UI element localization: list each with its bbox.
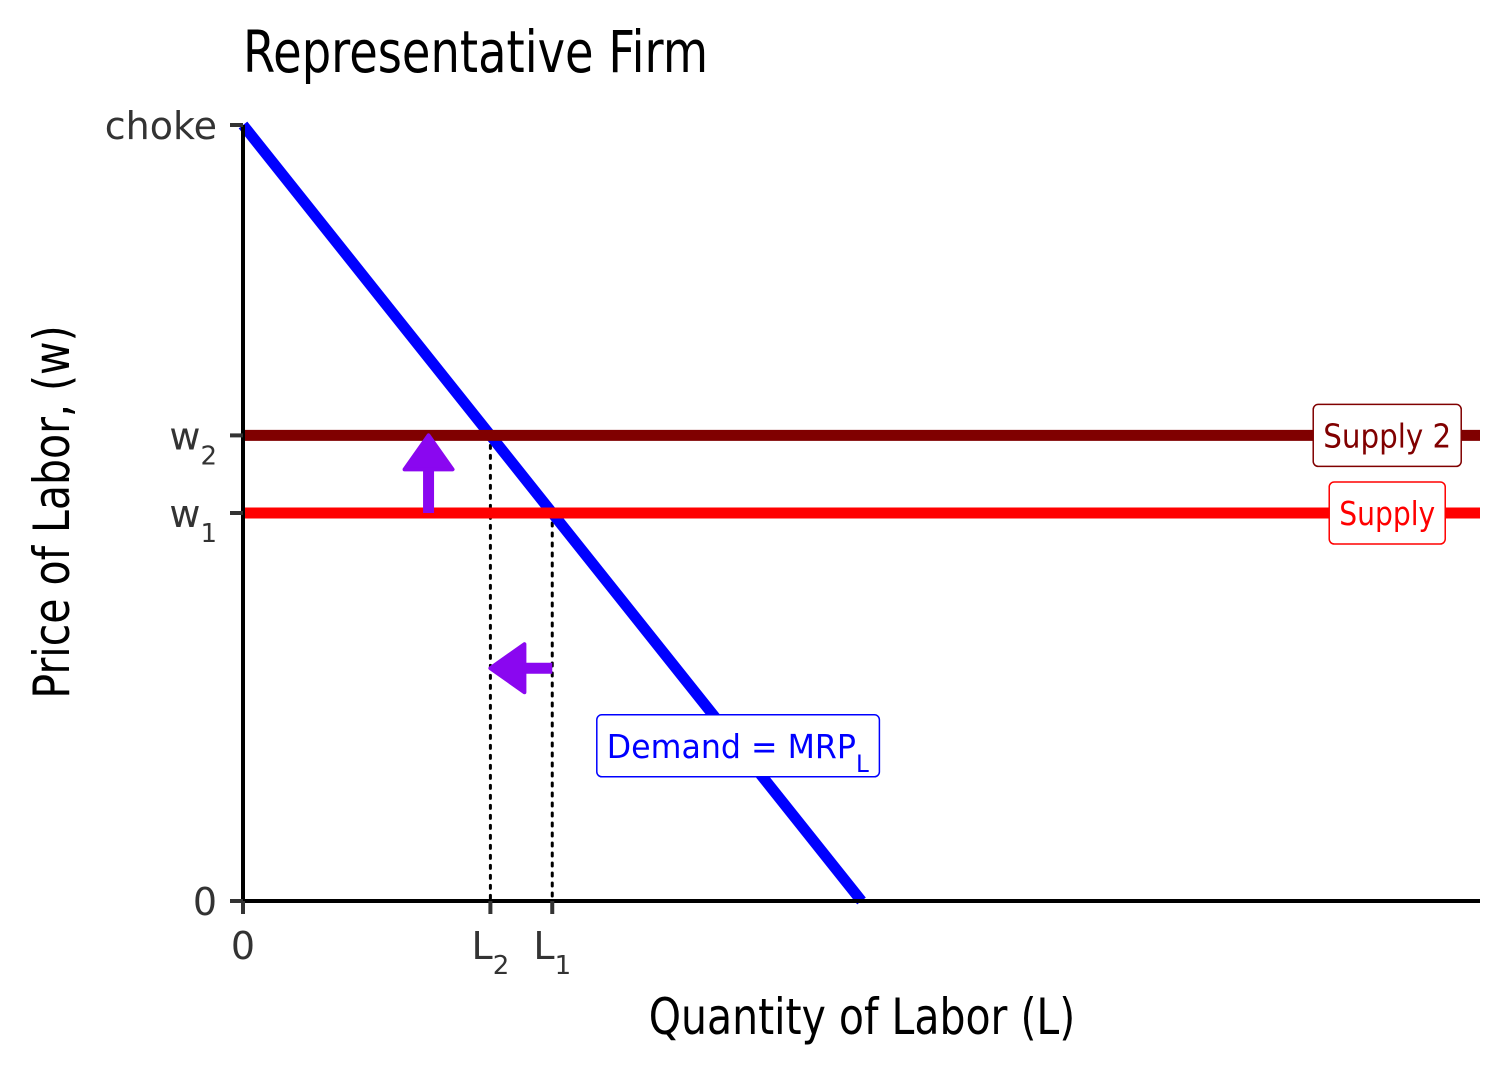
svg-text:Supply 2: Supply 2: [1323, 416, 1451, 455]
y-tick-label-3: w2: [169, 414, 217, 471]
x-axis-label: Quantity of Labor (L): [648, 988, 1076, 1046]
y-axis-label: Price of Labor, (w): [23, 325, 81, 699]
x-tick-label-3: L1: [533, 924, 571, 981]
chart-title: Representative Firm: [243, 18, 709, 86]
series-label-3: Supply 2: [1312, 403, 1462, 468]
shift-arrow-head-1: [402, 433, 455, 472]
series-label-1: Demand = MRPL: [596, 714, 881, 778]
svg-text:Demand = MRPL: Demand = MRPL: [607, 727, 870, 778]
svg-text:Supply: Supply: [1339, 494, 1435, 533]
y-tick-label-4: choke: [105, 104, 217, 148]
x-tick-label-2: L2: [472, 924, 510, 981]
shift-arrow-head-2: [488, 642, 527, 695]
y-tick-label-2: w1: [169, 492, 217, 549]
y-tick-label-1: 0: [193, 880, 217, 924]
series-label-2: Supply: [1328, 481, 1446, 545]
x-tick-label-1: 0: [231, 924, 255, 968]
